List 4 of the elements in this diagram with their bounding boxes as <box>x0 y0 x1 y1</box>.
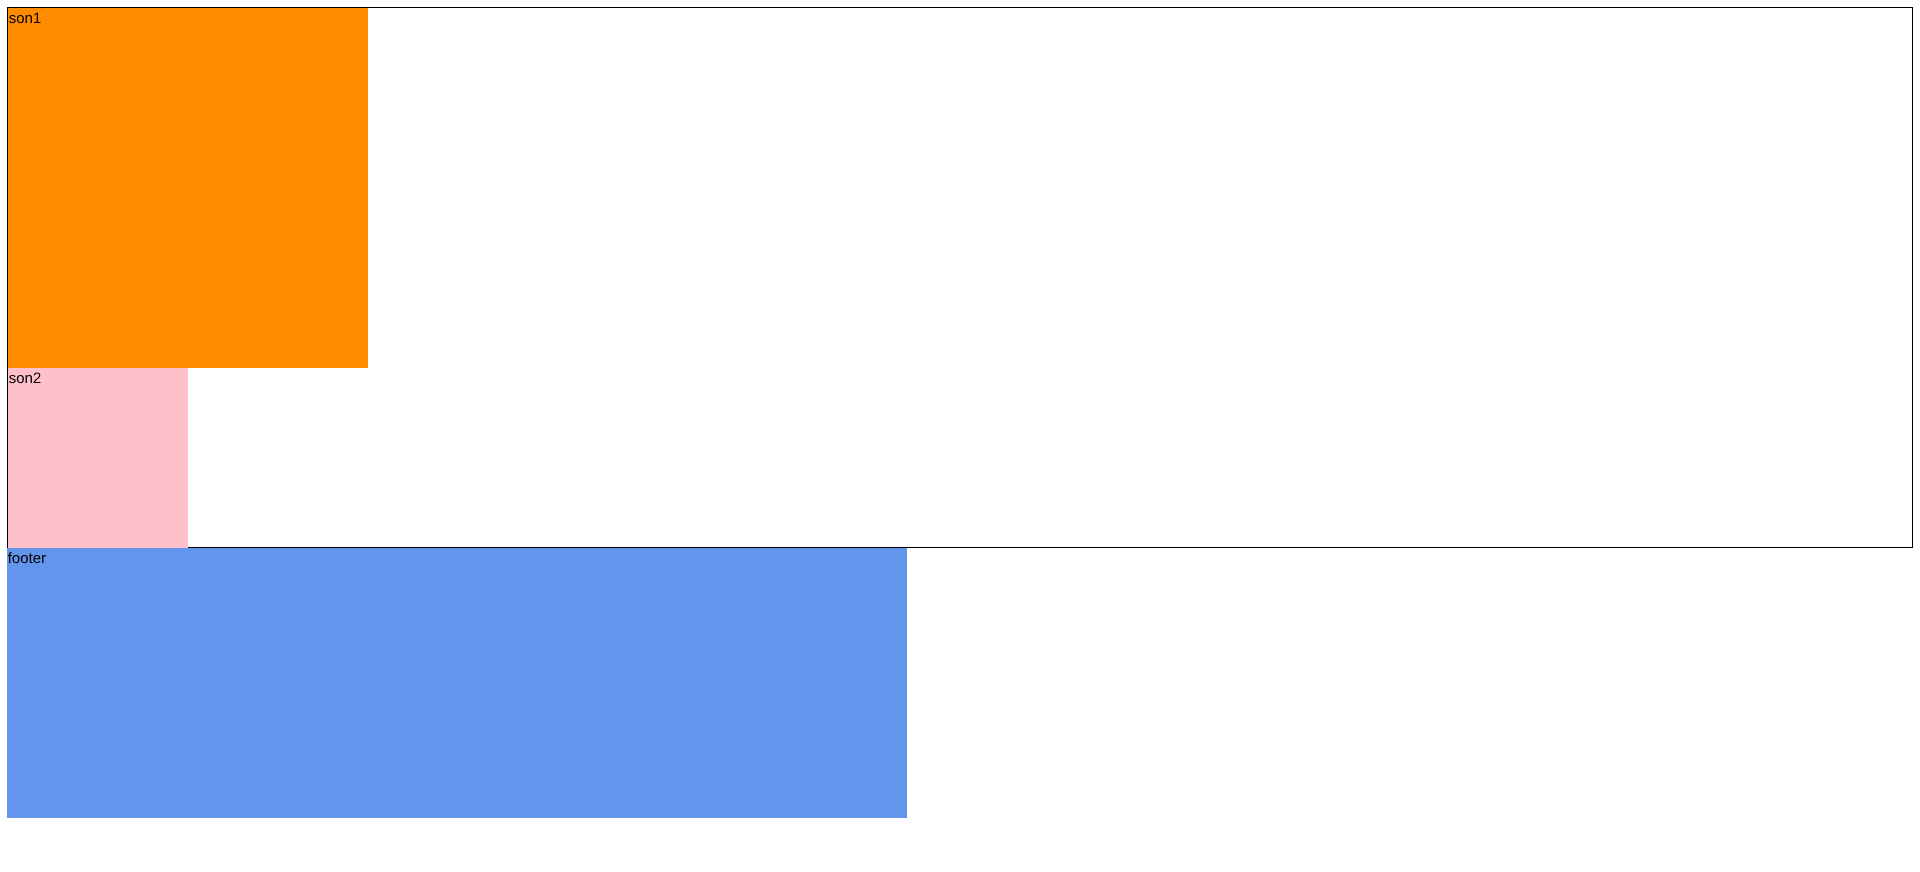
container-box <box>7 7 1913 548</box>
labeled-block: footer <box>7 548 907 818</box>
labeled-block: son2 <box>8 368 188 548</box>
labeled-block: son1 <box>8 8 368 368</box>
